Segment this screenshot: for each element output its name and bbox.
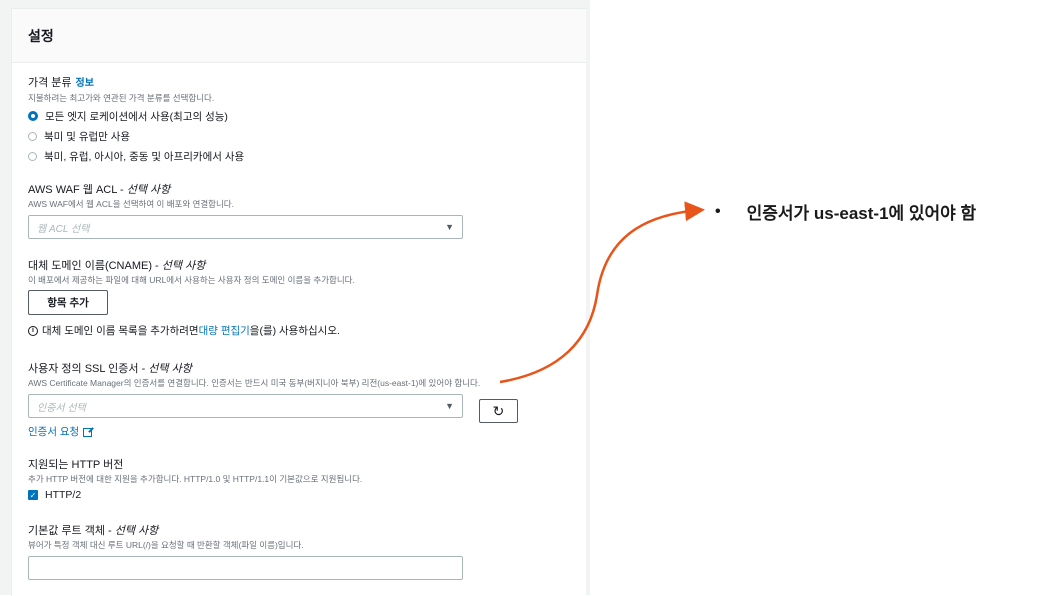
radio-unselected-icon[interactable] — [28, 151, 37, 161]
cname-label: 대체 도메인 이름(CNAME) - 선택 사항 — [28, 260, 206, 272]
cname-description: 이 배포에서 제공하는 파일에 대해 URL에서 사용하는 사용자 정의 도메인… — [28, 275, 355, 285]
root-object-description: 뷰어가 특정 객체 대신 루트 URL(/)을 요청할 때 반환할 객체(파일 … — [28, 540, 304, 550]
waf-section: AWS WAF 웹 ACL - 선택 사항 AWS WAF에서 웹 ACL을 선… — [28, 183, 463, 239]
external-link-icon — [83, 427, 93, 437]
price-class-option-na-eu-asia-me-af[interactable]: 북미, 유럽, 아시아, 중동 및 아프리카에서 사용 — [28, 146, 244, 166]
ssl-label: 사용자 정의 SSL 인증서 - 선택 사항 — [28, 363, 192, 375]
root-object-label: 기본값 루트 객체 - 선택 사항 — [28, 525, 159, 537]
http-version-label: 지원되는 HTTP 버전 — [28, 459, 124, 471]
refresh-certificates-button[interactable]: ↻ — [479, 399, 518, 423]
checkbox-checked-icon[interactable]: ✓ — [28, 490, 38, 500]
radio-selected-icon[interactable] — [28, 111, 38, 121]
waf-label: AWS WAF 웹 ACL - 선택 사항 — [28, 184, 171, 196]
cname-section: 대체 도메인 이름(CNAME) - 선택 사항 이 배포에서 제공하는 파일에… — [28, 259, 355, 338]
certificate-select[interactable]: 인증서 선택 ▼ — [28, 394, 463, 418]
caret-down-icon: ▼ — [445, 401, 454, 411]
panel-title: 설정 — [12, 9, 586, 63]
request-certificate-link[interactable]: 인증서 요청 — [28, 424, 480, 439]
bullet-icon: • — [715, 202, 721, 220]
price-class-option-all[interactable]: 모든 엣지 로케이션에서 사용(최고의 성능) — [28, 106, 244, 126]
root-object-input[interactable] — [28, 556, 463, 580]
ssl-description: AWS Certificate Manager의 인증서를 연결합니다. 인증서… — [28, 378, 481, 388]
http-version-description: 추가 HTTP 버전에 대한 지원을 추가합니다. HTTP/1.0 및 HTT… — [28, 474, 363, 484]
annotation-note: • 인증서가 us-east-1에 있어야 함 — [715, 202, 977, 224]
info-icon: i — [28, 325, 38, 336]
bulk-editor-link[interactable]: 대량 편집기 — [198, 325, 250, 337]
http2-checkbox-row[interactable]: ✓ HTTP/2 — [28, 489, 82, 501]
ssl-section: 사용자 정의 SSL 인증서 - 선택 사항 AWS Certificate M… — [28, 362, 518, 439]
waf-acl-select[interactable]: 웹 ACL 선택 ▼ — [28, 215, 463, 239]
add-item-button[interactable]: 항목 추가 — [28, 290, 108, 315]
price-class-description: 지불하려는 최고가와 연관된 가격 분류를 선택합니다. — [28, 93, 215, 103]
price-class-info-link[interactable]: 정보 — [75, 78, 94, 89]
root-object-section: 기본값 루트 객체 - 선택 사항 뷰어가 특정 객체 대신 루트 URL(/)… — [28, 524, 463, 580]
waf-description: AWS WAF에서 웹 ACL을 선택하여 이 배포와 연결합니다. — [28, 199, 234, 209]
http-version-section: 지원되는 HTTP 버전 추가 HTTP 버전에 대한 지원을 추가합니다. H… — [28, 458, 362, 501]
price-class-option-na-eu[interactable]: 북미 및 유럽만 사용 — [28, 126, 244, 146]
caret-down-icon: ▼ — [445, 222, 454, 232]
radio-unselected-icon[interactable] — [28, 131, 37, 141]
refresh-icon: ↻ — [492, 402, 505, 419]
